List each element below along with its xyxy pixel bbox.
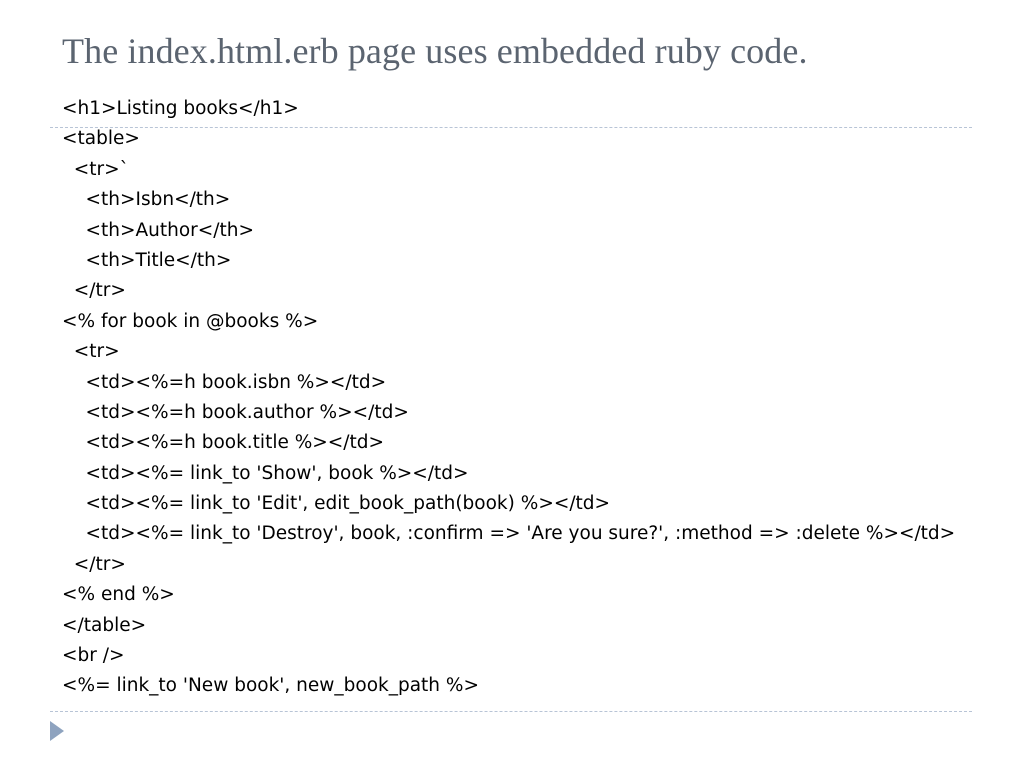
code-line: <table>	[62, 128, 140, 150]
code-line: <th>Title</th>	[62, 249, 232, 271]
code-line: <td><%= link_to 'Edit', edit_book_path(b…	[62, 493, 611, 515]
code-line: <td><%= link_to 'Show', book %></td>	[62, 462, 469, 484]
top-divider	[50, 127, 972, 128]
code-line: <% for book in @books %>	[62, 310, 319, 332]
code-line: <tr>`	[62, 158, 129, 180]
code-line: </tr>	[62, 553, 126, 575]
code-line: <h1>Listing books</h1>	[62, 98, 299, 119]
code-line: <tr>	[62, 341, 120, 363]
code-line: <td><%=h book.author %></td>	[62, 401, 409, 423]
code-line: <th>Isbn</th>	[62, 189, 231, 211]
code-line: <td><%=h book.title %></td>	[62, 432, 385, 454]
code-line: <% end %>	[62, 584, 175, 606]
triangle-bullet-icon	[50, 721, 64, 741]
code-block: <h1>Listing books</h1> <table> <tr>` <th…	[62, 94, 955, 702]
code-line: <%= link_to 'New book', new_book_path %>	[62, 675, 479, 697]
slide-title: The index.html.erb page uses embedded ru…	[62, 31, 808, 71]
code-line: <td><%=h book.isbn %></td>	[62, 371, 387, 393]
code-line: </table>	[62, 614, 147, 636]
code-line: <td><%= link_to 'Destroy', book, :confir…	[62, 523, 956, 545]
code-line: </tr>	[62, 280, 126, 302]
code-line: <th>Author</th>	[62, 219, 255, 241]
code-line: <br />	[62, 645, 125, 667]
bottom-divider	[50, 711, 972, 712]
